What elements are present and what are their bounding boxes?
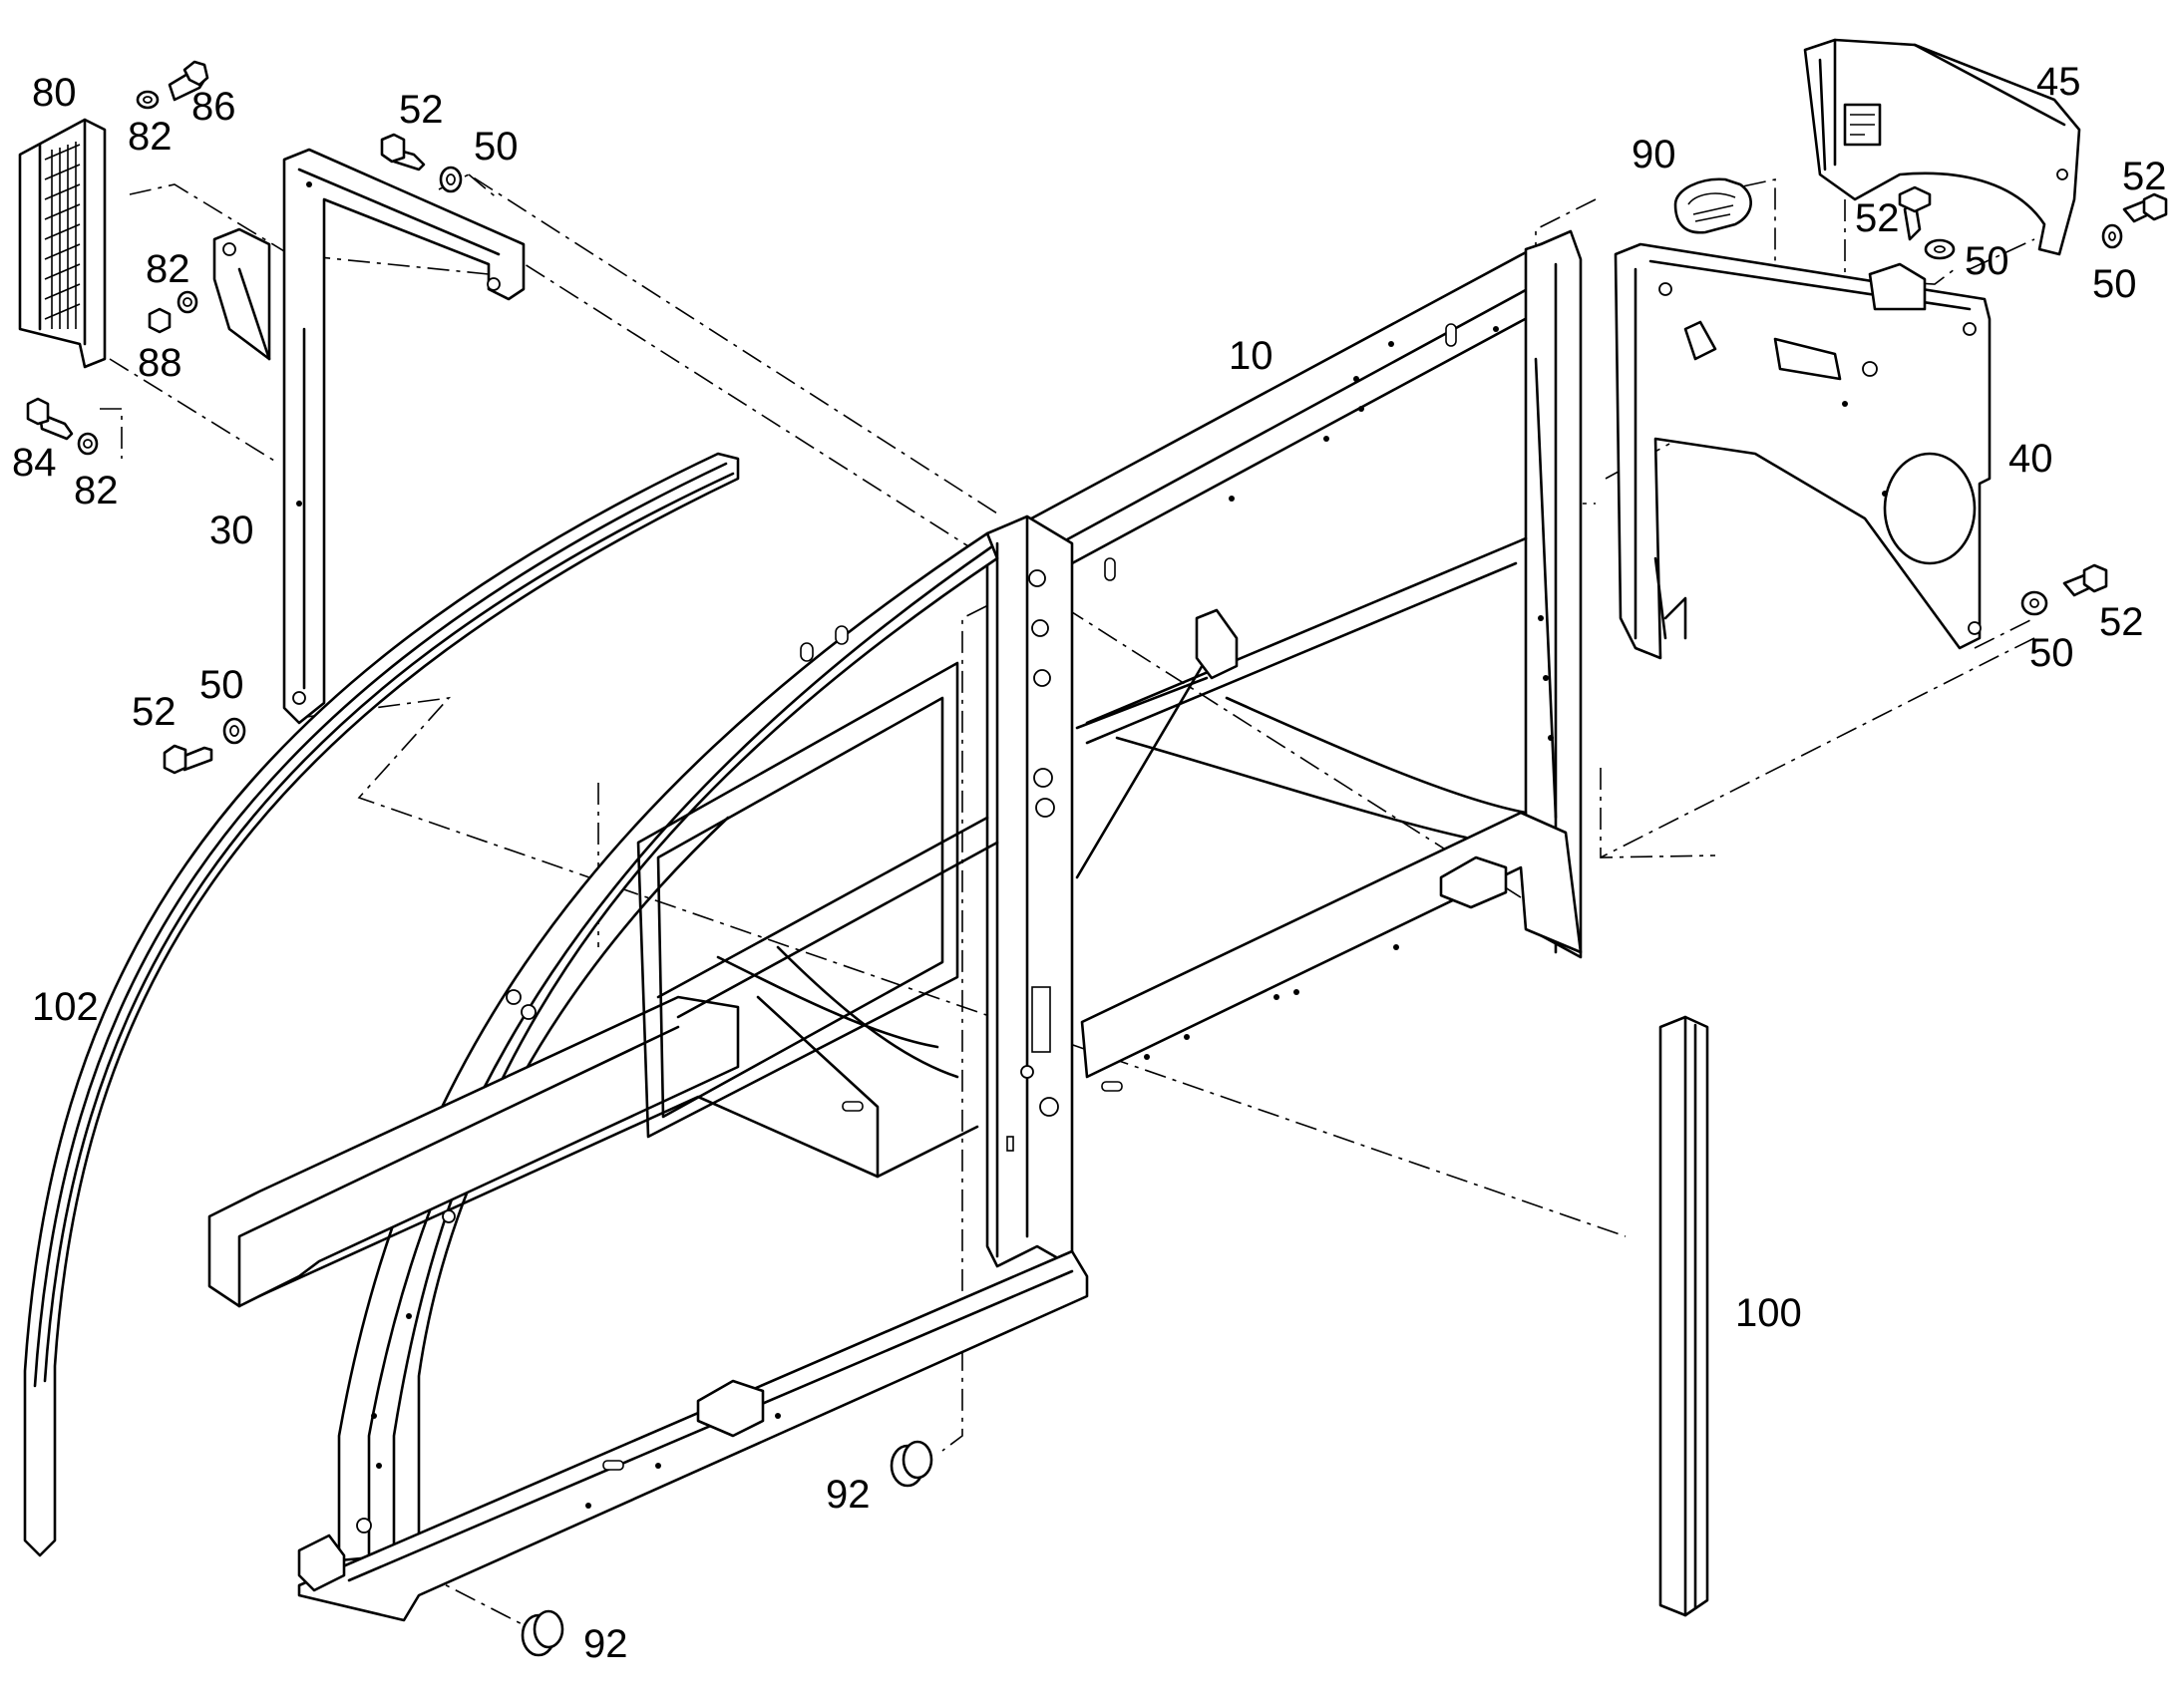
callout-82: 82 (128, 115, 173, 159)
callout-100: 100 (1735, 1291, 1802, 1335)
callout-50: 50 (199, 663, 244, 707)
callout-10: 10 (1229, 334, 1273, 378)
cover-part-45 (1803, 38, 2081, 256)
callout-50: 50 (2029, 631, 2074, 675)
callout-84: 84 (12, 441, 57, 485)
bracket-part-40 (1614, 242, 1992, 660)
callout-52: 52 (132, 690, 177, 734)
curved-seal-part-102 (23, 452, 740, 1557)
callout-52: 52 (1855, 196, 1900, 240)
main-frame-part-10 (207, 229, 1583, 1622)
fasteners (26, 60, 2168, 1657)
bolt-86 (168, 60, 209, 102)
bolt-84 (26, 397, 74, 441)
callout-30: 30 (209, 509, 254, 552)
nut-88 (148, 307, 172, 334)
callout-92: 92 (583, 1622, 628, 1666)
callout-labels: 80 86 82 52 50 82 88 84 82 30 10 90 45 5… (12, 60, 2167, 1666)
grille-mesh (44, 142, 81, 329)
callout-52: 52 (399, 88, 444, 132)
callout-88: 88 (138, 341, 182, 385)
bolt-52b (163, 744, 213, 775)
callout-40: 40 (2008, 437, 2053, 481)
callout-52: 52 (2099, 600, 2144, 644)
grommet-part-90 (1673, 177, 1752, 234)
vertical-strip-part-100 (1658, 1015, 1709, 1617)
bolt-52c (1898, 185, 1932, 241)
callout-82: 82 (74, 469, 119, 512)
callout-90: 90 (1632, 133, 1676, 176)
callout-52: 52 (2122, 155, 2167, 198)
plug-92b (521, 1609, 564, 1657)
callout-92: 92 (826, 1473, 871, 1517)
bolt-52d (2122, 192, 2168, 223)
bracket-part-30 (212, 148, 526, 725)
callout-82: 82 (146, 247, 190, 291)
callout-102: 102 (32, 985, 99, 1029)
bolt-52e (2062, 563, 2108, 597)
callout-86: 86 (191, 85, 236, 129)
callout-50: 50 (1965, 239, 2009, 283)
callout-45: 45 (2036, 60, 2081, 104)
bolt-52a (380, 133, 426, 171)
callout-80: 80 (32, 71, 77, 115)
grille-part-80 (18, 118, 107, 369)
callout-50: 50 (2092, 262, 2137, 306)
callout-50: 50 (474, 125, 519, 169)
plug-92a (890, 1440, 933, 1488)
